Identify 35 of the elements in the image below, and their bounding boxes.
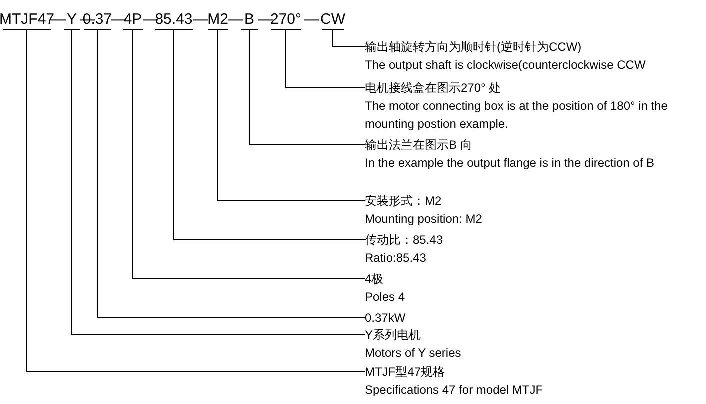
leader-line (26, 30, 366, 372)
description-chinese: 4极 (365, 271, 385, 288)
description-english: The motor connecting box is at the position of 180° in the mounting postion example. (365, 98, 669, 133)
description-chinese: 传动比：85.43 (365, 232, 444, 249)
description-chinese: 输出法兰在图示B 向 (365, 137, 474, 154)
description-english: Motors of Y series (365, 345, 462, 362)
leader-line (249, 30, 366, 146)
code-segment: 4P (123, 10, 143, 30)
description-english: In the example the output flange is in the direction of B (365, 155, 656, 172)
description-chinese: 0.37kW (365, 310, 407, 327)
code-segment: Y (64, 10, 80, 30)
description-chinese: 电机接线盒在图示270° 处 (365, 80, 502, 97)
leader-line (132, 30, 366, 280)
separator-dash: — (228, 10, 243, 30)
code-segment: 85.43 (155, 10, 193, 30)
description-chinese: Y系列电机 (365, 327, 422, 344)
description-english: Mounting position: M2 (365, 211, 484, 228)
separator-dash: — (193, 10, 208, 30)
description-chinese: 输出轴旋转方向为顺时针(逆时针为CCW) (365, 39, 583, 56)
description-english: The output shaft is clockwise(counterclockwise CCW (365, 57, 647, 74)
code-segment: CW (322, 10, 344, 30)
description-chinese: MTJF型47规格 (365, 364, 446, 381)
leader-line (286, 30, 366, 88)
description-english: Specifications 47 for model MTJF (365, 382, 544, 399)
code-segment: M2 (208, 10, 228, 30)
code-segment: B (241, 10, 258, 30)
description-english: Poles 4 (365, 289, 406, 306)
leader-line (332, 30, 366, 48)
description-english: Ratio:85.43 (365, 250, 428, 267)
leader-line (218, 30, 366, 202)
description-chinese: 安装形式：M2 (365, 193, 443, 210)
separator-dash: — (304, 10, 319, 30)
separator-dash: — (111, 10, 126, 30)
leader-line (174, 30, 366, 240)
code-segment: 270° (271, 10, 301, 30)
